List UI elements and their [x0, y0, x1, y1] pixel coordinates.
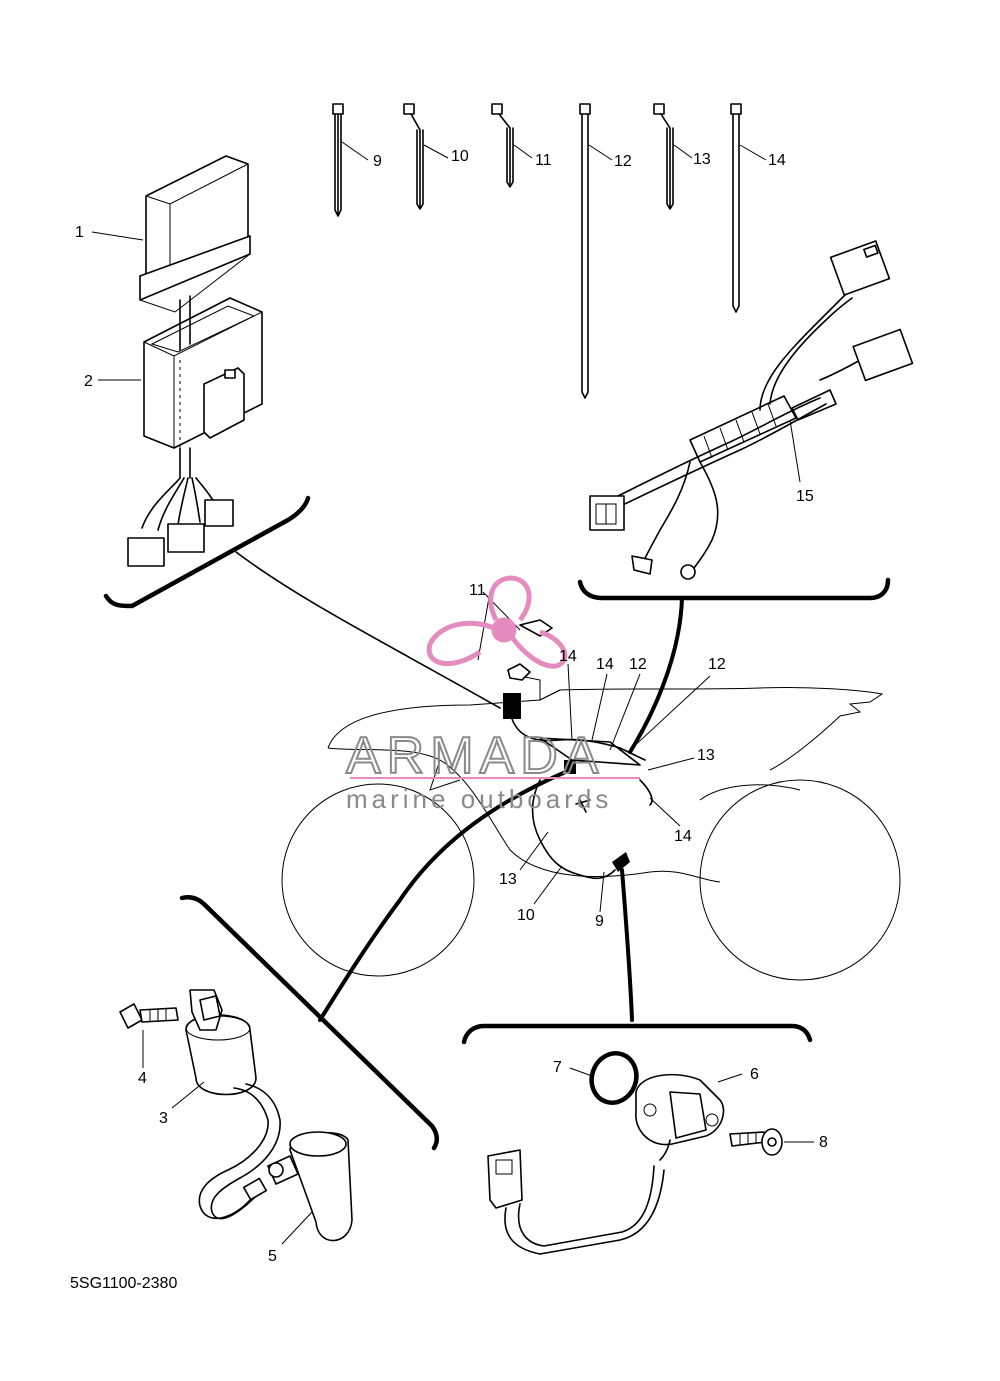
- watermark-tagline: marine outboards: [346, 784, 612, 814]
- cdi-connectors: [127, 477, 234, 567]
- cdi-leader: [235, 551, 501, 709]
- leader-15: [789, 419, 801, 483]
- harness-callout-bracket: [577, 577, 891, 601]
- callout-3: 3: [159, 1110, 168, 1127]
- harness-leader: [628, 596, 684, 754]
- part-3-ignition-coil: [185, 989, 281, 1220]
- callout-labels: 1 2 3 4 5 6 7 8 9 10 11 12 13 14 15 11 1…: [75, 148, 828, 1265]
- callout-12-tie: 12: [614, 153, 632, 170]
- watermark: ARMADA marine outboards: [345, 575, 640, 814]
- callout-14-installed-c: 14: [674, 828, 692, 845]
- callout-6: 6: [750, 1066, 759, 1083]
- installed-cdi: [503, 693, 521, 719]
- cable-tie-10: [403, 103, 449, 210]
- callout-10-tie: 10: [451, 148, 469, 165]
- cable-tie-13: [653, 103, 693, 210]
- part-15-wire-harness: [589, 240, 914, 580]
- callout-14-tie: 14: [768, 152, 786, 169]
- part-8-screw: [729, 1128, 783, 1156]
- callout-9-installed: 9: [595, 913, 604, 930]
- sensor-leader: [620, 868, 634, 1022]
- callout-14-installed-a: 14: [559, 648, 577, 665]
- propeller-logo: [426, 575, 568, 669]
- callout-11-installed: 11: [469, 582, 486, 599]
- callout-13-installed-b: 13: [499, 871, 517, 888]
- callout-5: 5: [268, 1248, 277, 1265]
- callout-15: 15: [796, 488, 814, 505]
- part-2-cdi-bracket: [143, 295, 263, 450]
- callout-1: 1: [75, 224, 84, 241]
- cable-tie-9: [332, 103, 369, 217]
- callout-7: 7: [553, 1059, 562, 1076]
- callout-12-installed-b: 12: [708, 656, 726, 673]
- callout-8: 8: [819, 1134, 828, 1151]
- cdi-unit-assembly: [91, 155, 263, 567]
- part-7-o-ring: [589, 1051, 639, 1105]
- motorcycle-outline: [281, 675, 901, 981]
- callout-10-installed: 10: [517, 907, 535, 924]
- cable-tie-14: [730, 103, 767, 313]
- cable-tie-11: [491, 103, 533, 188]
- callout-13-installed-a: 13: [697, 747, 715, 764]
- cable-tie-12: [579, 103, 613, 399]
- callout-2: 2: [84, 373, 93, 390]
- coil-callout-bracket: [179, 895, 439, 1151]
- cable-ties: [332, 103, 767, 399]
- part-6-sensor: [487, 1073, 725, 1255]
- watermark-brand: ARMADA: [346, 727, 604, 785]
- sensor-callout-bracket: [461, 1023, 813, 1045]
- diagram-code: 5SG1100-2380: [70, 1275, 177, 1292]
- part-4-bolt: [119, 1003, 179, 1029]
- callout-11-tie: 11: [535, 152, 552, 169]
- part-5-plug-cap: [267, 1131, 353, 1242]
- callout-12-installed-a: 12: [629, 656, 647, 673]
- cdi-callout-bracket: [103, 495, 311, 609]
- callout-9-tie: 9: [373, 153, 382, 170]
- callout-4: 4: [138, 1070, 147, 1087]
- callout-13-tie: 13: [693, 151, 711, 168]
- callout-14-installed-b: 14: [596, 656, 614, 673]
- coil-leader: [318, 768, 572, 1022]
- part-1-cdi-unit: [139, 155, 251, 313]
